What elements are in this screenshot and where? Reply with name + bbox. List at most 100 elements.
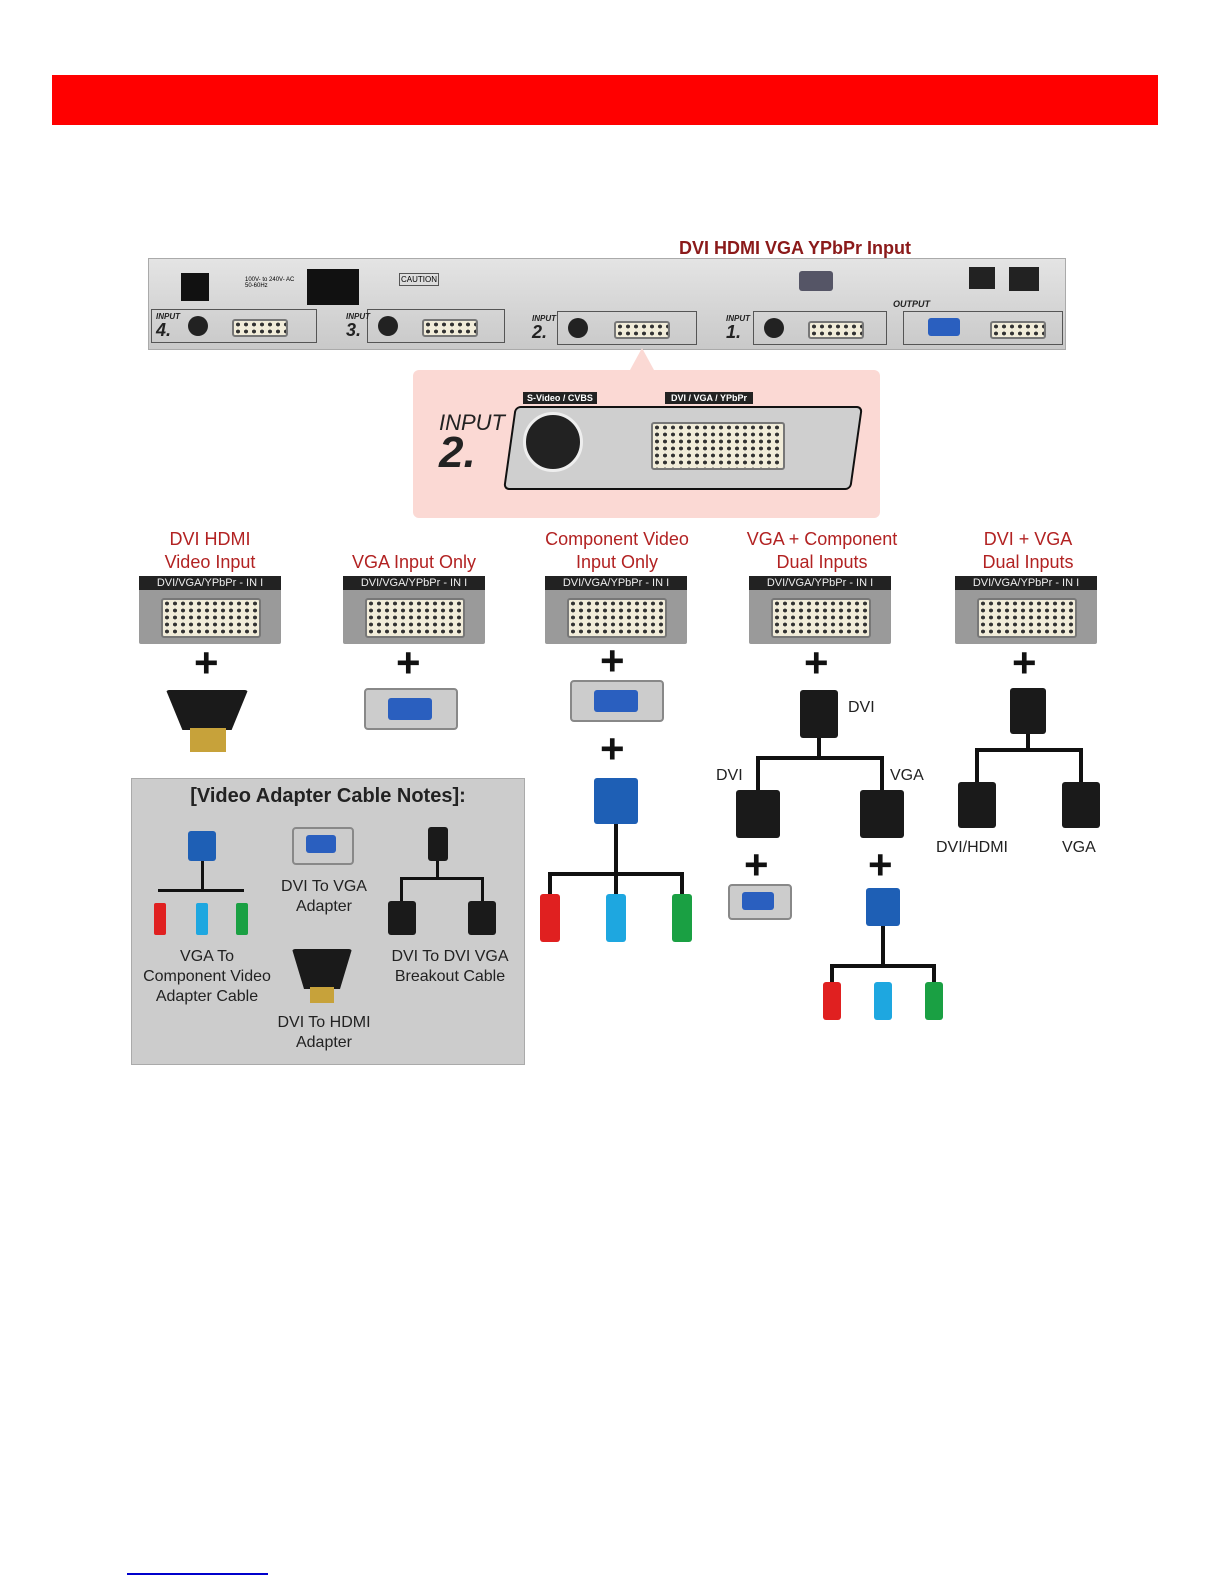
red-rca-plug-icon [823,982,841,1020]
hdmi-plug-icon [310,987,334,1003]
dvi-port-icon [567,598,667,638]
cable-line [975,748,1083,752]
plus-icon: + [600,725,625,772]
dvi-plug-icon [1010,688,1046,734]
dvi-port-icon [422,319,478,337]
cable-line [830,964,936,968]
blue-rca-plug-icon [196,903,208,935]
dvi-to-vga-adapter-icon [728,884,792,920]
callout-pointer [630,348,654,370]
cable-line [880,756,884,792]
plus-icon: + [804,639,829,686]
svideo-port-icon [188,316,208,336]
input-label: INPUT [346,312,370,321]
plus-icon: + [868,841,893,888]
output-ports [903,311,1063,345]
column-title-dvi-hdmi: DVI HDMI Video Input [164,529,256,572]
dvi-to-vga-adapter-icon [292,827,354,865]
vga-plug-icon [594,778,638,824]
dvi-to-vga-adapter-icon [570,680,664,722]
note-dvi-to-hdmi: DVI To HDMI Adapter [277,1014,371,1051]
cable-line [400,877,484,880]
vga-plug-icon [1062,782,1100,828]
vga-plug-icon [468,901,496,935]
power-text: 100V- to 240V- AC 50-60Hz [245,277,295,289]
rear-panel: 100V- to 240V- AC 50-60Hz CAUTION INPUT … [148,258,1066,350]
column-title-component: Component Video Input Only [545,529,689,572]
plus-icon: + [1012,639,1037,686]
dvi-port-icon [232,319,288,337]
plus-icon: + [194,639,219,686]
dvi-to-hdmi-adapter-icon [292,949,352,989]
cable-line [436,861,439,879]
dvi-plug-icon [958,782,996,828]
input-2: INPUT 2. [532,311,697,345]
dvi-label: DVI [848,699,875,716]
vga-label: VGA [890,767,924,784]
power-switch-icon [181,273,209,301]
input-label: INPUT [439,410,505,435]
input-3: INPUT 3. [346,309,505,343]
cable-line [756,756,760,792]
dvi-port-icon [771,598,871,638]
arrow-title: DVI HDMI VGA YPbPr Input [679,238,912,258]
svideo-port-icon [378,316,398,336]
cable-line [1026,734,1030,750]
svideo-port-icon [764,318,784,338]
caution-label: CAUTION [399,273,439,286]
input-label: INPUT [726,314,750,323]
tile-label: DVI/VGA/YPbPr - IN I [955,576,1097,590]
cable-line [614,824,618,874]
footer-link[interactable] [127,1573,268,1575]
dvi-plug-icon [428,827,448,861]
dvi-plug-icon [800,690,838,738]
notes-title: [Video Adapter Cable Notes]: [190,785,466,807]
plus-icon: + [600,637,625,684]
column-title-vga: VGA Input Only [351,552,477,572]
blue-rca-plug-icon [606,894,626,942]
dvi-plug-icon [736,790,780,838]
dvi-port-icon [161,598,261,638]
svideo-label: S-Video / CVBS [523,392,597,404]
dvi-port-icon [651,422,785,470]
green-rca-plug-icon [925,982,943,1020]
blue-rca-plug-icon [874,982,892,1020]
dvi-port-icon [365,598,465,638]
cable-line [158,889,244,892]
adapter-notes-box: [Video Adapter Cable Notes]: VGA To Comp… [131,778,525,1065]
input-2-closeup: INPUT 2. S-Video / CVBS DVI / VGA / YPbP… [413,370,880,518]
note-dvi-to-vga: DVI To VGA Adapter [281,878,367,915]
dvi-plug-icon [388,901,416,935]
dvi-to-vga-adapter-icon [364,688,458,730]
green-rca-plug-icon [672,894,692,942]
cable-line [817,738,821,758]
input-num: 1. [726,322,742,342]
input-num: 3. [346,320,362,340]
dvi-input-tile: DVI/VGA/YPbPr - IN I [343,576,485,644]
dvi-port-icon [808,321,864,339]
cable-line [881,926,885,966]
dvi-label: DVI / VGA / YPbPr [665,392,754,404]
input-num: 2. [439,428,476,477]
cable-line [400,877,403,903]
svideo-port-icon [568,318,588,338]
cable-line [932,964,936,984]
plus-icon: + [396,639,421,686]
dvi-port-icon [990,321,1046,339]
svideo-port-icon [523,412,583,472]
cable-line [614,872,618,896]
dvi-input-tile: DVI/VGA/YPbPr - IN I [545,576,687,644]
cable-line [481,877,484,903]
dvi-hdmi-label: DVI/HDMI [936,839,1008,856]
header-bar [52,75,1158,125]
cable-line [1079,748,1083,784]
dvi-port-icon [977,598,1077,638]
tile-label: DVI/VGA/YPbPr - IN I [749,576,891,590]
dvi-input-tile: DVI/VGA/YPbPr - IN I [749,576,891,644]
dvi-port-icon [614,321,670,339]
tile-label: DVI/VGA/YPbPr - IN I [343,576,485,590]
dvi-label: DVI [716,767,743,784]
cable-line [548,872,552,896]
input-label: INPUT [532,314,556,323]
